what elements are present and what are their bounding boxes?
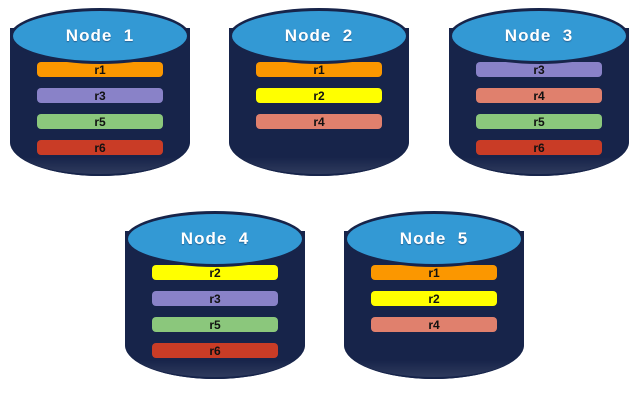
replica-bar-r6[interactable]: r6 [476, 140, 602, 155]
replica-list: r3 r4 r5 r6 [476, 62, 602, 155]
cylinder-top-ellipse [229, 8, 409, 64]
replica-bar-r5[interactable]: r5 [476, 114, 602, 129]
replica-bar-r4[interactable]: r4 [256, 114, 382, 129]
replica-label: r6 [209, 343, 221, 358]
replica-list: r1 r2 r4 [371, 265, 497, 332]
replica-label: r2 [428, 291, 440, 306]
replica-label: r5 [533, 114, 545, 129]
node-label: Node 3 [504, 26, 574, 45]
replica-label: r1 [428, 265, 440, 280]
replica-list: r1 r3 r5 r6 [37, 62, 163, 155]
node-cylinder[interactable]: r3 r4 r5 r6 Node 3 [449, 8, 629, 194]
node-cylinder[interactable]: r1 r2 r4 Node 5 [344, 211, 524, 397]
cylinder-bottom-highlight [233, 148, 405, 174]
cylinder-top-ellipse [125, 211, 305, 267]
replica-bar-r3[interactable]: r3 [152, 291, 278, 306]
replica-bar-r2[interactable]: r2 [256, 88, 382, 103]
replica-bar-r5[interactable]: r5 [37, 114, 163, 129]
replica-bar-r3[interactable]: r3 [37, 88, 163, 103]
replica-label: r6 [533, 140, 545, 155]
replica-bar-r4[interactable]: r4 [476, 88, 602, 103]
node-label: Node 4 [180, 229, 250, 248]
replica-bar-r1[interactable]: r1 [371, 265, 497, 280]
replica-bar-r6[interactable]: r6 [37, 140, 163, 155]
replica-label: r5 [94, 114, 106, 129]
replica-list: r1 r2 r4 [256, 62, 382, 129]
replica-bar-r1[interactable]: r1 [256, 62, 382, 77]
replica-label: r3 [94, 88, 106, 103]
replica-bar-r3[interactable]: r3 [476, 62, 602, 77]
replica-bar-r2[interactable]: r2 [371, 291, 497, 306]
node-cylinder[interactable]: r1 r2 r4 Node 2 [229, 8, 409, 194]
replica-bar-r1[interactable]: r1 [37, 62, 163, 77]
replica-bar-r4[interactable]: r4 [371, 317, 497, 332]
replica-list: r2 r3 r5 r6 [152, 265, 278, 358]
replica-label: r5 [209, 317, 221, 332]
cylinder-bottom-highlight [348, 351, 520, 377]
replica-label: r2 [313, 88, 325, 103]
replica-label: r3 [533, 62, 545, 77]
replica-label: r6 [94, 140, 106, 155]
replica-label: r4 [533, 88, 545, 103]
node-label: Node 1 [65, 26, 135, 45]
replica-label: r1 [94, 62, 106, 77]
replica-label: r3 [209, 291, 221, 306]
cylinder-top-ellipse [449, 8, 629, 64]
replica-bar-r2[interactable]: r2 [152, 265, 278, 280]
node-label: Node 5 [399, 229, 469, 248]
replica-label: r1 [313, 62, 325, 77]
node-label: Node 2 [284, 26, 354, 45]
node-cylinder[interactable]: r1 r3 r5 r6 Node 1 [10, 8, 190, 194]
replica-label: r2 [209, 265, 221, 280]
replica-bar-r6[interactable]: r6 [152, 343, 278, 358]
replica-label: r4 [428, 317, 440, 332]
node-cylinder[interactable]: r2 r3 r5 r6 Node 4 [125, 211, 305, 397]
replica-label: r4 [313, 114, 325, 129]
replica-bar-r5[interactable]: r5 [152, 317, 278, 332]
cylinder-top-ellipse [10, 8, 190, 64]
cylinder-top-ellipse [344, 211, 524, 267]
